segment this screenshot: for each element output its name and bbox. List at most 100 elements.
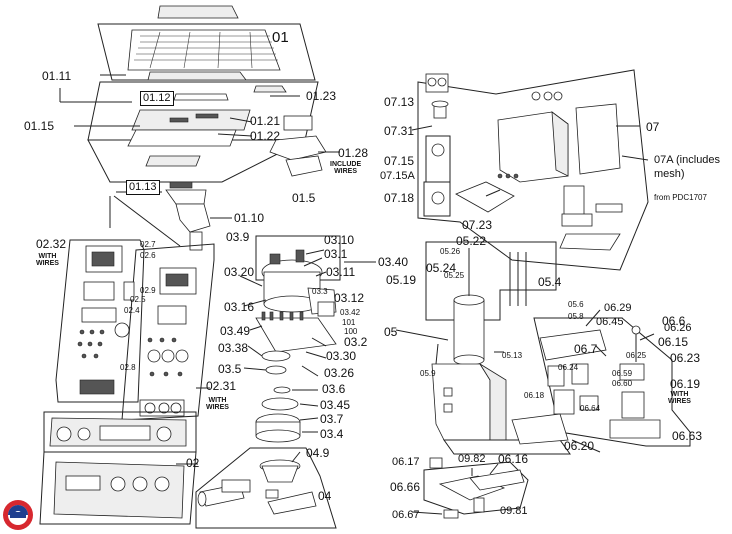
label-05-19: 05.19 — [386, 273, 417, 287]
label-06-6: 06.6 — [662, 314, 686, 328]
label-06-25: 06.25 — [626, 351, 647, 360]
label-101: 101 — [342, 318, 356, 327]
label-06-29: 06.29 — [604, 302, 632, 314]
label-02-9: 02.9 — [140, 286, 156, 295]
label-01-28-note: INCLUDE WIRES — [330, 161, 362, 176]
label-01-15: 01.15 — [24, 119, 55, 133]
label-03-4: 03.4 — [320, 427, 344, 441]
label-07-31: 07.31 — [384, 124, 415, 138]
label-06-24: 06.24 — [558, 363, 579, 372]
label-06-20: 06.20 — [564, 439, 595, 453]
label-05-26: 05.26 — [440, 247, 461, 256]
label-03-45: 03.45 — [320, 398, 351, 412]
label-03-12: 03.12 — [334, 291, 365, 305]
label-03-5: 03.5 — [218, 362, 242, 376]
label-01-28: 01.28 — [338, 146, 369, 160]
group-09-small-parts — [411, 457, 529, 519]
label-05-9: 05.9 — [420, 369, 436, 378]
label-07-15: 07.15 — [384, 154, 415, 168]
group-04-portafilter — [195, 447, 337, 529]
label-06-19: 06.19 — [670, 377, 701, 391]
label-05-13: 05.13 — [502, 351, 523, 360]
label-03-49: 03.49 — [220, 324, 251, 338]
label-05-8: 05.8 — [568, 312, 584, 321]
label-07a: 07A (includes mesh) — [654, 154, 721, 181]
label-100: 100 — [344, 327, 358, 336]
label-02-31: 02.31 — [206, 379, 237, 393]
label-01-22: 01.22 — [250, 129, 281, 143]
label-05-4: 05.4 — [538, 275, 562, 289]
label-06-7: 06.7 — [574, 342, 598, 356]
label-03-38: 03.38 — [218, 341, 249, 355]
label-07-18: 07.18 — [384, 191, 415, 205]
group-03-group-head — [239, 235, 376, 443]
label-06-63: 06.63 — [672, 429, 703, 443]
label-05-24: 05.24 — [426, 261, 457, 275]
label-02-31-note: WITH WIRES — [206, 397, 229, 412]
label-06-15: 06.15 — [658, 335, 689, 349]
label-05: 05 — [384, 325, 398, 339]
label-03-30: 03.30 — [326, 349, 357, 363]
label-06-17: 06.17 — [392, 456, 420, 468]
label-01-11: 01.11 — [42, 69, 72, 83]
label-03-26: 03.26 — [324, 366, 355, 380]
label-03-1: 03.1 — [324, 247, 348, 261]
label-01-23: 01.23 — [306, 89, 337, 103]
label-06-66: 06.66 — [390, 480, 421, 494]
label-09-81: 09.81 — [500, 505, 528, 517]
label-01-13: 01.13 — [126, 180, 160, 195]
label-02-32-note: WITH WIRES — [36, 253, 59, 268]
label-02-32: 02.32 — [36, 237, 67, 251]
label-06-19-note: WITH WIRES — [668, 391, 691, 406]
label-05-6: 05.6 — [568, 300, 584, 309]
label-04: 04 — [318, 489, 332, 503]
label-06-59: 06.59 — [612, 369, 633, 378]
label-from-pdc1707: from PDC1707 — [654, 193, 707, 202]
label-03-42: 03.42 — [340, 308, 361, 317]
label-02: 02 — [186, 456, 200, 470]
group-02-control-panels — [39, 239, 215, 525]
label-01: 01 — [272, 29, 289, 46]
label-05-22: 05.22 — [456, 234, 487, 248]
label-07-13: 07.13 — [384, 95, 415, 109]
label-03-7: 03.7 — [320, 412, 344, 426]
label-01-5: 01.5 — [292, 191, 316, 205]
label-07-23: 07.23 — [462, 218, 493, 232]
label-03-11: 03.11 — [326, 265, 356, 279]
group-06-pump-section — [511, 309, 691, 453]
label-03-20: 03.20 — [224, 265, 255, 279]
label-03-9: 03.9 — [226, 230, 250, 244]
label-03-16: 03.16 — [224, 300, 255, 314]
label-03-3: 03.3 — [312, 287, 328, 296]
label-09-82: 09.82 — [458, 453, 486, 465]
label-02-6: 02.6 — [140, 251, 156, 260]
label-06-26: 06.26 — [664, 322, 692, 334]
label-06-60: 06.60 — [612, 379, 633, 388]
label-03-6: 03.6 — [322, 382, 346, 396]
label-02-7: 02.7 — [140, 240, 156, 249]
label-01-10: 01.10 — [234, 211, 265, 225]
label-07-15a: 07.15A — [380, 170, 415, 182]
label-06-67: 06.67 — [392, 509, 420, 521]
label-03-2: 03.2 — [344, 335, 368, 349]
label-02-5: 02.5 — [130, 295, 146, 304]
label-03-10: 03.10 — [324, 233, 355, 247]
label-05-25: 05.25 — [444, 271, 465, 280]
label-06-64: 06.64 — [580, 404, 601, 413]
label-06-23: 06.23 — [670, 351, 701, 365]
label-02-8: 02.8 — [120, 363, 136, 372]
label-06-16: 06.16 — [498, 452, 529, 466]
brand-logo-icon — [3, 500, 33, 530]
label-02-4: 02.4 — [124, 306, 140, 315]
label-03-40: 03.40 — [378, 255, 409, 269]
label-04-9: 04.9 — [306, 446, 330, 460]
label-06-45: 06.45 — [596, 316, 624, 328]
group-05-boiler — [395, 241, 571, 455]
label-07: 07 — [646, 120, 660, 134]
group-01-top-assembly — [59, 5, 340, 251]
group-07-water-tank — [411, 69, 649, 271]
label-01-12: 01.12 — [140, 91, 174, 106]
label-06-18: 06.18 — [524, 391, 545, 400]
label-01-21: 01.21 — [250, 114, 281, 128]
